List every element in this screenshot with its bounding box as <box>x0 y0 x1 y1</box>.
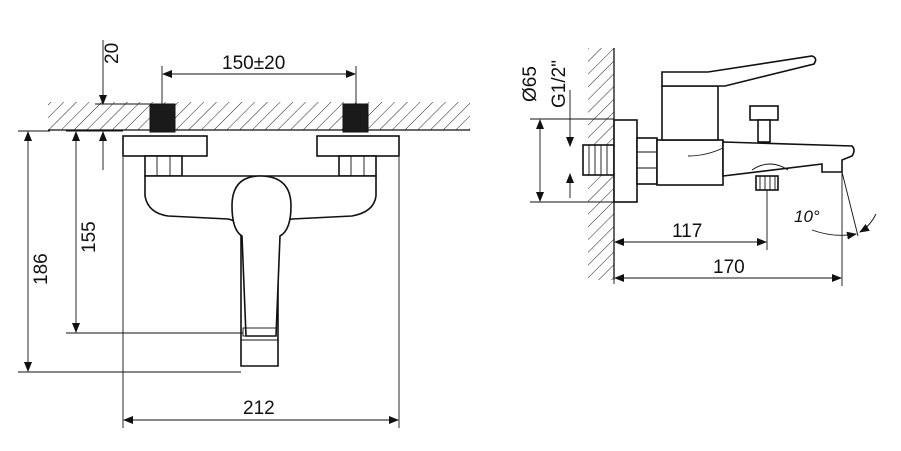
diverter-knob <box>749 105 779 143</box>
dim-top-spacing: 150±20 <box>222 53 285 74</box>
dim-spout-outlet: 117 <box>672 221 702 242</box>
left-cover-plate <box>122 135 208 157</box>
left-inlet-fitting <box>149 103 176 133</box>
right-hex-nut <box>338 155 377 177</box>
dim-thread: G1/2" <box>549 60 570 108</box>
side-lever <box>661 55 817 87</box>
side-spout <box>722 141 855 177</box>
side-inlet-thread <box>582 144 615 176</box>
front-view: 150±20 20 155 186 212 <box>18 40 470 428</box>
dim-width: 212 <box>243 398 275 419</box>
dim-angle: 10° <box>794 207 820 226</box>
dim-diameter: Ø65 <box>520 66 541 102</box>
mixer-lever <box>231 175 292 337</box>
side-view: Ø65 G1/2" 117 170 10° <box>520 48 877 286</box>
dim-height-inner: 155 <box>79 221 100 253</box>
side-cover-plate <box>613 119 638 203</box>
left-hex-nut <box>144 155 183 177</box>
dim-offset: 20 <box>102 43 123 64</box>
front-wall-hatch <box>48 102 470 131</box>
spout-outlet <box>242 327 277 337</box>
right-inlet-fitting <box>342 103 369 133</box>
side-cartridge-housing <box>661 85 719 141</box>
dim-height-outer: 186 <box>31 253 52 285</box>
side-hex-nut <box>636 137 658 185</box>
side-body <box>656 139 724 186</box>
dim-spout-length: 170 <box>713 257 745 278</box>
right-cover-plate <box>316 135 400 157</box>
